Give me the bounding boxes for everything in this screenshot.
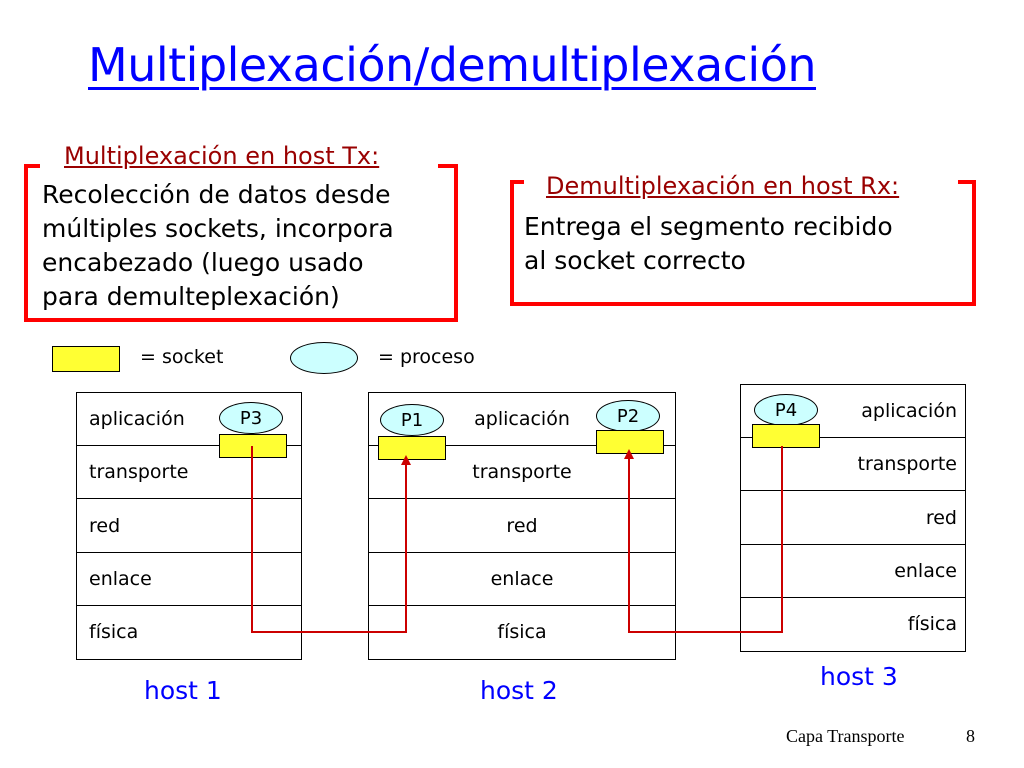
socket-p4 bbox=[752, 424, 820, 448]
page-title: Multiplexación/demultiplexación bbox=[88, 38, 817, 92]
host2-layer-application: aplicación bbox=[369, 393, 675, 446]
host2-network-label: red bbox=[506, 514, 538, 537]
process-p2: P2 bbox=[596, 400, 660, 432]
process-p4: P4 bbox=[754, 394, 818, 426]
host2-layer-physical: física bbox=[369, 606, 675, 658]
host3-layer-application: aplicación bbox=[741, 385, 965, 438]
demux-box-corner-right bbox=[958, 180, 972, 184]
demux-box-title: Demultiplexación en host Rx: bbox=[540, 172, 906, 200]
host3-link-label: enlace bbox=[894, 560, 957, 582]
host1-layer-transport: transporte bbox=[77, 446, 301, 499]
host3-network-label: red bbox=[925, 506, 957, 529]
host3-physical-label: física bbox=[907, 613, 957, 635]
host2-application-label: aplicación bbox=[474, 408, 570, 430]
host3-layer-network: red bbox=[741, 491, 965, 545]
host1-transport-label: transporte bbox=[89, 461, 189, 483]
host2-layer-link: enlace bbox=[369, 553, 675, 606]
host1-stack: aplicación transporte red enlace física bbox=[76, 392, 302, 660]
host3-layer-physical: física bbox=[741, 598, 965, 650]
host1-layer-link: enlace bbox=[77, 553, 301, 606]
host2-layer-transport: transporte bbox=[369, 446, 675, 499]
demux-box bbox=[510, 180, 976, 306]
host1-physical-label: física bbox=[89, 621, 139, 643]
host3-label: host 3 bbox=[820, 662, 898, 691]
host1-layer-network: red bbox=[77, 499, 301, 553]
footer-section: Capa Transporte bbox=[786, 726, 905, 746]
host3-layer-link: enlace bbox=[741, 545, 965, 598]
socket-p1 bbox=[378, 436, 446, 460]
host1-application-label: aplicación bbox=[89, 408, 185, 430]
host3-layer-transport: transporte bbox=[741, 438, 965, 491]
demux-box-text: Entrega el segmento recibido al socket c… bbox=[524, 212, 893, 275]
legend-process-label: = proceso bbox=[378, 346, 475, 368]
mux-box-text: Recolección de datos desde múltiples soc… bbox=[42, 180, 394, 311]
host3-application-label: aplicación bbox=[861, 400, 957, 422]
host1-network-label: red bbox=[89, 514, 121, 537]
host1-link-label: enlace bbox=[89, 568, 152, 590]
process-p1: P1 bbox=[380, 404, 444, 436]
legend-process-swatch bbox=[290, 342, 358, 374]
host2-transport-label: transporte bbox=[472, 461, 572, 483]
host1-layer-physical: física bbox=[77, 606, 301, 658]
process-p3: P3 bbox=[219, 402, 283, 434]
mux-box-title: Multiplexación en host Tx: bbox=[58, 142, 386, 170]
host3-transport-label: transporte bbox=[857, 453, 957, 475]
demux-box-corner-left bbox=[510, 180, 524, 184]
legend-socket-label: = socket bbox=[140, 346, 224, 368]
host1-layer-application: aplicación bbox=[77, 393, 301, 446]
mux-box bbox=[24, 164, 458, 322]
legend-socket-swatch bbox=[52, 346, 120, 372]
host2-physical-label: física bbox=[497, 621, 547, 643]
mux-box-corner-left bbox=[24, 164, 40, 168]
footer-page-number: 8 bbox=[966, 726, 975, 746]
socket-p3 bbox=[219, 434, 287, 458]
host1-label: host 1 bbox=[144, 676, 222, 705]
host2-link-label: enlace bbox=[490, 568, 554, 590]
host2-layer-network: red bbox=[369, 499, 675, 553]
socket-p2 bbox=[596, 430, 664, 454]
mux-box-corner-right bbox=[438, 164, 454, 168]
host2-label: host 2 bbox=[480, 676, 558, 705]
